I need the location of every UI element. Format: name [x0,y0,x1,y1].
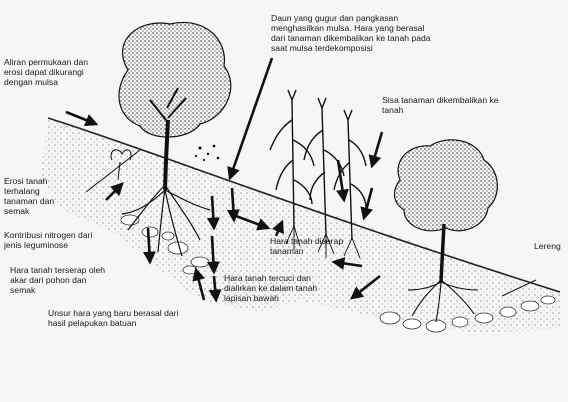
label-slope: Lereng [534,241,561,251]
label-nutrients-absorbed-crops: Hara tanah diserap tanaman [270,236,343,256]
label-nutrients-leached: Hara tanah tercuci dan dialirkan ke dala… [224,273,317,303]
label-nutrients-absorbed-trees: Hara tanah terserap oleh akar dari pohon… [10,265,105,295]
label-new-nutrients: Unsur hara yang baru berasal dari hasil … [48,308,178,328]
label-crop-residue: Sisa tanaman dikembalikan ke tanah [382,95,499,115]
label-nitrogen-contribution: Kontribusi nitrogen dari jenis leguminos… [4,230,92,250]
falling-leaves [195,145,219,161]
label-erosion-blocked: Erosi tanah terhalang tanaman dan semak [4,176,54,216]
label-fallen-leaves: Daun yang gugur dan pangkasan menghasilk… [271,13,431,53]
label-surface-runoff: Aliran permukaan dan erosi dapat dikuran… [4,57,88,87]
